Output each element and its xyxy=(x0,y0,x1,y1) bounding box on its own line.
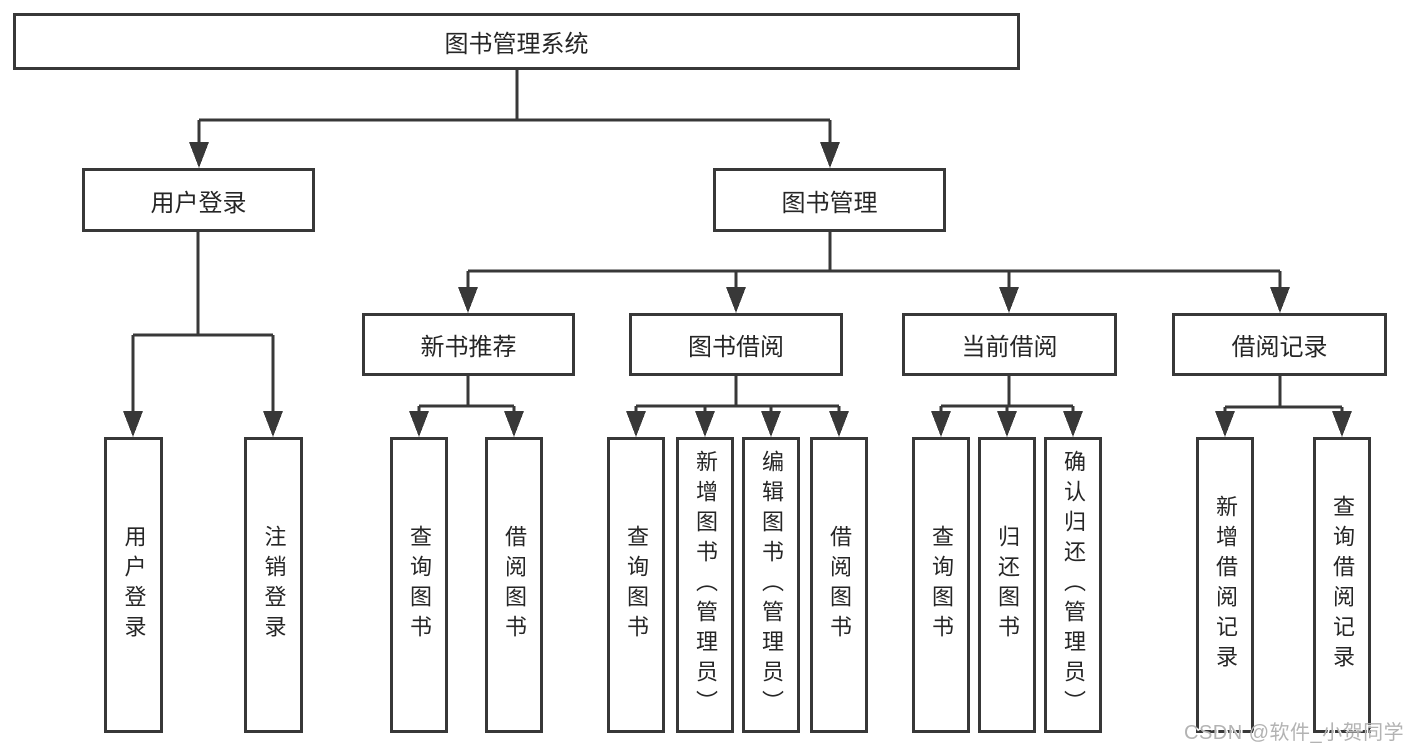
node-user-login: 用户登录 xyxy=(82,168,315,232)
leaf-borrow-add-books: 新增图书（管理员） xyxy=(676,437,734,733)
node-label: 查询借阅记录 xyxy=(1330,495,1355,675)
node-current-borrow: 当前借阅 xyxy=(902,313,1117,376)
watermark-text: CSDN @软件_小贺同学 xyxy=(1184,722,1405,744)
leaf-recommend-query-books: 查询图书 xyxy=(390,437,448,733)
node-label: 查询图书 xyxy=(624,525,649,645)
leaf-current-confirm-return: 确认归还（管理员） xyxy=(1044,437,1102,733)
node-label: 注销登录 xyxy=(261,525,287,645)
node-label: 用户登录 xyxy=(150,189,247,217)
connector-root-to-level2 xyxy=(197,70,832,146)
connector-current-borrow-children xyxy=(939,376,1075,415)
node-label: 新增图书（管理员） xyxy=(693,450,718,720)
connector-book-management-children xyxy=(466,232,1282,291)
leaf-current-query-books: 查询图书 xyxy=(912,437,970,733)
node-label: 用户登录 xyxy=(121,525,147,645)
leaf-borrow-query-books: 查询图书 xyxy=(607,437,665,733)
leaf-borrow-edit-books: 编辑图书（管理员） xyxy=(742,437,800,733)
node-book-borrow: 图书借阅 xyxy=(629,313,843,376)
connector-book-borrow-children xyxy=(634,376,841,415)
connector-borrow-records-children xyxy=(1223,376,1344,415)
node-label: 归还图书 xyxy=(995,525,1020,645)
leaf-user-login: 用户登录 xyxy=(104,437,163,733)
node-label: 借阅图书 xyxy=(502,525,527,645)
node-label: 图书管理系统 xyxy=(444,31,589,58)
node-label: 查询图书 xyxy=(929,525,954,645)
node-label: 查询图书 xyxy=(407,525,432,645)
node-label: 当前借阅 xyxy=(961,334,1058,361)
leaf-current-return-books: 归还图书 xyxy=(978,437,1036,733)
node-label: 图书管理 xyxy=(781,189,878,217)
node-label: 图书借阅 xyxy=(688,334,784,361)
node-root: 图书管理系统 xyxy=(13,13,1020,70)
node-label: 编辑图书（管理员） xyxy=(759,450,784,720)
node-label: 借阅图书 xyxy=(827,525,852,645)
node-label: 借阅记录 xyxy=(1231,334,1328,361)
leaf-logout: 注销登录 xyxy=(244,437,303,733)
node-book-management: 图书管理 xyxy=(713,168,946,232)
leaf-records-add-record: 新增借阅记录 xyxy=(1196,437,1254,733)
arrowheads xyxy=(123,142,1352,437)
leaf-borrow-borrow-books: 借阅图书 xyxy=(810,437,868,733)
node-label: 确认归还（管理员） xyxy=(1061,450,1086,720)
node-new-book-recommend: 新书推荐 xyxy=(362,313,575,376)
connector-user-login-children xyxy=(131,232,275,415)
leaf-recommend-borrow-books: 借阅图书 xyxy=(485,437,543,733)
connector-new-book-recommend-children xyxy=(417,376,516,415)
node-borrow-records: 借阅记录 xyxy=(1172,313,1387,376)
node-label: 新书推荐 xyxy=(420,334,517,361)
node-label: 新增借阅记录 xyxy=(1213,495,1238,675)
leaf-records-query-record: 查询借阅记录 xyxy=(1313,437,1371,733)
